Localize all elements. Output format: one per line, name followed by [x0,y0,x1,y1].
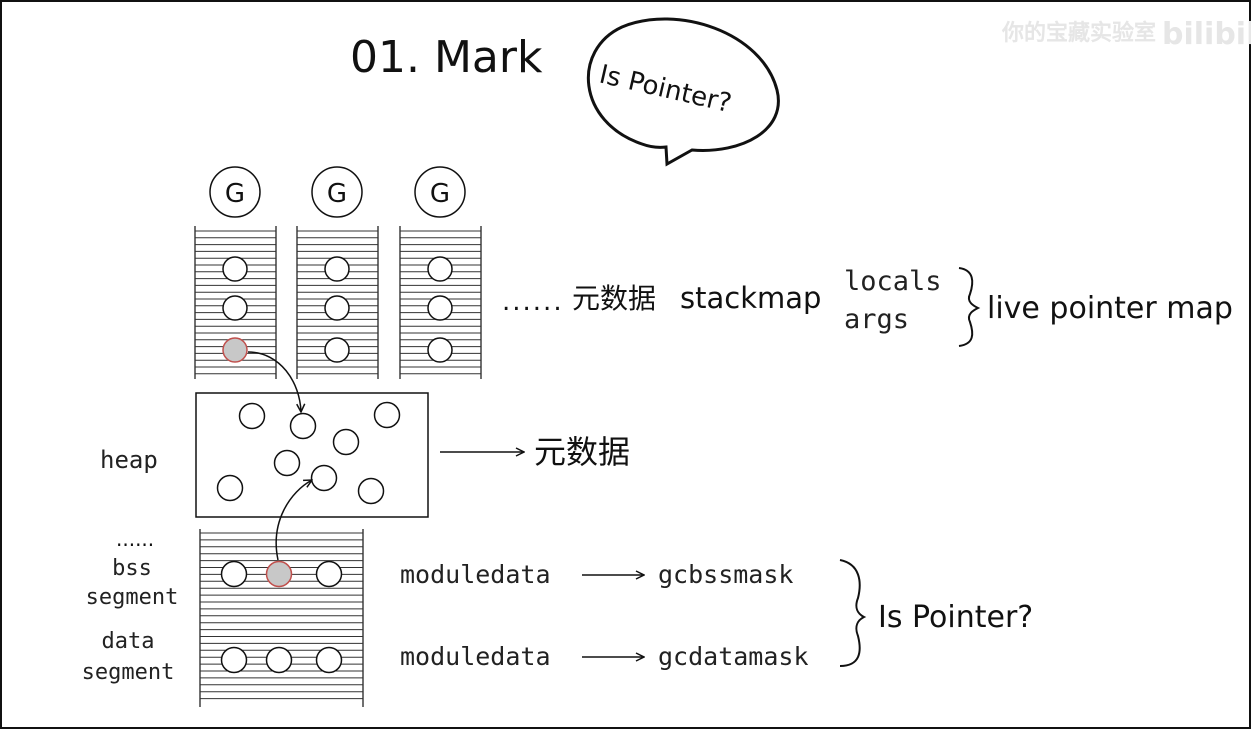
watermark-channel: 你的宝藏实验室 [1001,20,1156,46]
heap-object [273,449,301,477]
data-moduledata-label: moduledata [400,642,551,671]
heap-object [216,474,244,502]
stack-object [324,337,350,363]
args-label: args [844,304,909,335]
segment-object [265,646,293,674]
goroutine-stack-2: G [296,166,379,379]
segment-object-marked [265,560,293,588]
segment-object [315,646,343,674]
watermark-bilibili-logo: bilibili [1162,17,1251,52]
heap-object [238,402,266,430]
goroutine-stack-1: G [194,166,277,379]
heap-object [357,477,385,505]
goroutine-label: G [327,179,347,209]
stackmap-label: stackmap [680,281,821,315]
live-pointer-map-label: live pointer map [987,291,1233,326]
bss-label: bss [112,556,152,581]
heap-object [373,401,401,429]
stack-object [427,295,453,321]
heap-metadata-label: 元数据 [534,433,630,471]
heap-object [289,412,317,440]
stack-object [427,337,453,363]
locals-label: locals [844,266,942,297]
stack-object-marked [222,337,248,363]
data-label: data [102,629,155,654]
goroutine-label: G [430,179,450,209]
bss-segment-label: segment [86,585,179,610]
gcbssmask-label: gcbssmask [658,560,793,589]
stack-object [324,256,350,282]
goroutine-circle [414,166,466,218]
data-segment-label: segment [82,660,175,685]
stack-object [222,256,248,282]
stack-object [222,295,248,321]
segment-objects [220,560,343,674]
stack-ellipsis: ...... [502,287,564,317]
speech-bubble: Is Pointer? [586,17,780,167]
heap-label: heap [100,446,158,474]
segment-mask-brace [839,559,867,667]
heap-objects [216,401,401,505]
gcdatamask-label: gcdatamask [658,642,809,671]
stack-object [324,295,350,321]
segment-ellipsis: ...... [116,527,154,551]
speech-bubble-outline [586,17,780,167]
stack-metadata-label: 元数据 [572,282,656,315]
goroutine-label: G [225,179,245,209]
bss-to-heap-pointer-arrow [275,480,312,561]
stackmap-brace [958,267,981,347]
bss-moduledata-label: moduledata [400,560,551,589]
goroutine-circle [311,166,363,218]
slide-title: 01. Mark [350,32,543,83]
segment-object [220,646,248,674]
segment-object [220,560,248,588]
goroutine-stack-3: G [399,166,482,379]
is-pointer-label: Is Pointer? [878,600,1033,635]
stack-to-heap-pointer-arrow [247,351,301,412]
heap-object [310,464,338,492]
segment-object [315,560,343,588]
segment-block [199,529,364,707]
heap-object [332,428,360,456]
goroutine-circle [209,166,261,218]
stack-object [427,256,453,282]
